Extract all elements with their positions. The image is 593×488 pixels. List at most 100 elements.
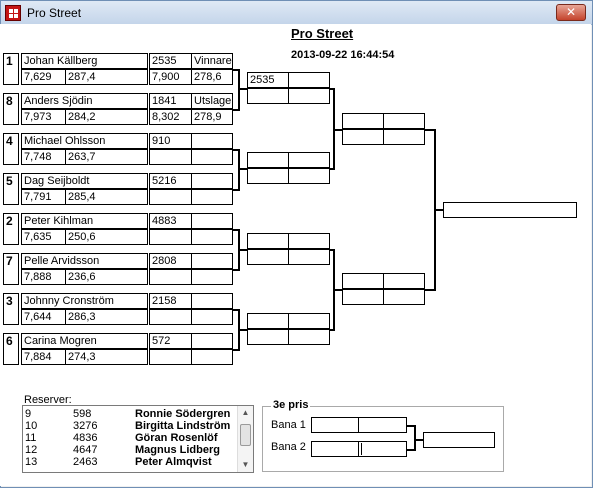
- third-place-group: 3e pris: [262, 399, 504, 472]
- race-time[interactable]: [149, 309, 192, 325]
- bracket-line: [330, 329, 334, 331]
- reaction-et: 7,644: [21, 309, 66, 325]
- result-status[interactable]: [191, 333, 233, 349]
- bracket-line: [233, 69, 239, 71]
- round2-car[interactable]: [247, 233, 289, 249]
- round2-slot[interactable]: [288, 152, 330, 168]
- round2-slot[interactable]: [288, 313, 330, 329]
- reserve-car: 3276: [73, 420, 98, 432]
- driver-name: Johnny Cronström: [21, 293, 148, 309]
- reaction-et: 7,973: [21, 109, 66, 125]
- bracket-line: [335, 289, 343, 291]
- trap-speed: 236,6: [65, 269, 148, 285]
- round2-time[interactable]: [247, 88, 289, 104]
- round2-speed[interactable]: [288, 329, 330, 345]
- lane2-label: Bana 2: [271, 441, 306, 453]
- semi-slot[interactable]: [383, 113, 425, 129]
- race-speed[interactable]: [191, 309, 233, 325]
- car-number[interactable]: 1841: [149, 93, 192, 109]
- race-time[interactable]: [149, 189, 192, 205]
- third-lane2-time[interactable]: [358, 441, 407, 457]
- bracket-line: [233, 309, 239, 311]
- race-time[interactable]: [149, 269, 192, 285]
- reserve-number: 13: [25, 456, 38, 468]
- car-number[interactable]: 5216: [149, 173, 192, 189]
- third-place-title: 3e pris: [271, 399, 311, 411]
- bracket-line: [233, 109, 239, 111]
- round2-slot[interactable]: [288, 72, 330, 88]
- semi-slot[interactable]: [342, 113, 384, 129]
- trap-speed: 287,4: [65, 69, 148, 85]
- round2-car[interactable]: [247, 313, 289, 329]
- result-status[interactable]: [191, 253, 233, 269]
- bracket-line: [416, 439, 424, 441]
- race-speed[interactable]: [191, 229, 233, 245]
- race-time[interactable]: [149, 229, 192, 245]
- semi-slot[interactable]: [342, 129, 384, 145]
- bracket-line: [240, 168, 248, 170]
- result-status[interactable]: Utslagen: [191, 93, 233, 109]
- race-speed[interactable]: [191, 149, 233, 165]
- car-number[interactable]: 2535: [149, 53, 192, 69]
- third-lane1-time[interactable]: [358, 417, 407, 433]
- car-number[interactable]: 910: [149, 133, 192, 149]
- race-time[interactable]: [149, 149, 192, 165]
- title-bar[interactable]: Pro Street ✕: [1, 1, 592, 25]
- semi-slot[interactable]: [383, 273, 425, 289]
- round2-speed[interactable]: [288, 168, 330, 184]
- race-speed[interactable]: [191, 349, 233, 365]
- result-status[interactable]: Vinnare: [191, 53, 233, 69]
- app-icon[interactable]: [5, 5, 21, 21]
- round2-time[interactable]: [247, 329, 289, 345]
- semi-slot[interactable]: [383, 129, 425, 145]
- semi-slot[interactable]: [383, 289, 425, 305]
- race-speed[interactable]: [191, 189, 233, 205]
- car-number[interactable]: 2158: [149, 293, 192, 309]
- bracket-line: [233, 149, 239, 151]
- race-speed[interactable]: 278,6: [191, 69, 233, 85]
- bracket-line: [333, 88, 335, 170]
- round2-speed[interactable]: [288, 88, 330, 104]
- scroll-thumb[interactable]: [240, 424, 251, 446]
- round2-car[interactable]: 2535: [247, 72, 289, 88]
- race-speed[interactable]: 278,9: [191, 109, 233, 125]
- round2-speed[interactable]: [288, 249, 330, 265]
- reserve-name: Göran Rosenlöf: [135, 432, 218, 444]
- seed-number: 4: [3, 133, 19, 165]
- race-speed[interactable]: [191, 269, 233, 285]
- round2-time[interactable]: [247, 168, 289, 184]
- car-number[interactable]: 2808: [149, 253, 192, 269]
- reaction-et: 7,748: [21, 149, 66, 165]
- car-number[interactable]: 572: [149, 333, 192, 349]
- bracket-line: [330, 249, 334, 251]
- round2-slot[interactable]: [288, 233, 330, 249]
- close-button[interactable]: ✕: [556, 4, 586, 21]
- scroll-up-arrow-icon[interactable]: ▲: [241, 408, 250, 417]
- reaction-et: 7,629: [21, 69, 66, 85]
- semi-slot[interactable]: [342, 289, 384, 305]
- round2-car[interactable]: [247, 152, 289, 168]
- race-time[interactable]: 7,900: [149, 69, 192, 85]
- third-place-winner[interactable]: [423, 432, 495, 448]
- round2-time[interactable]: [247, 249, 289, 265]
- car-number[interactable]: 4883: [149, 213, 192, 229]
- bracket-line: [414, 425, 416, 451]
- trap-speed: 285,4: [65, 189, 148, 205]
- result-status[interactable]: [191, 173, 233, 189]
- result-status[interactable]: [191, 133, 233, 149]
- bracket-line: [425, 289, 435, 291]
- race-time[interactable]: 8,302: [149, 109, 192, 125]
- result-status[interactable]: [191, 293, 233, 309]
- reserves-scrollbar[interactable]: ▲ ▼: [237, 406, 253, 472]
- final-winner-box[interactable]: [443, 202, 577, 218]
- scroll-down-arrow-icon[interactable]: ▼: [241, 460, 250, 469]
- result-status[interactable]: [191, 213, 233, 229]
- race-time[interactable]: [149, 349, 192, 365]
- semi-slot[interactable]: [342, 273, 384, 289]
